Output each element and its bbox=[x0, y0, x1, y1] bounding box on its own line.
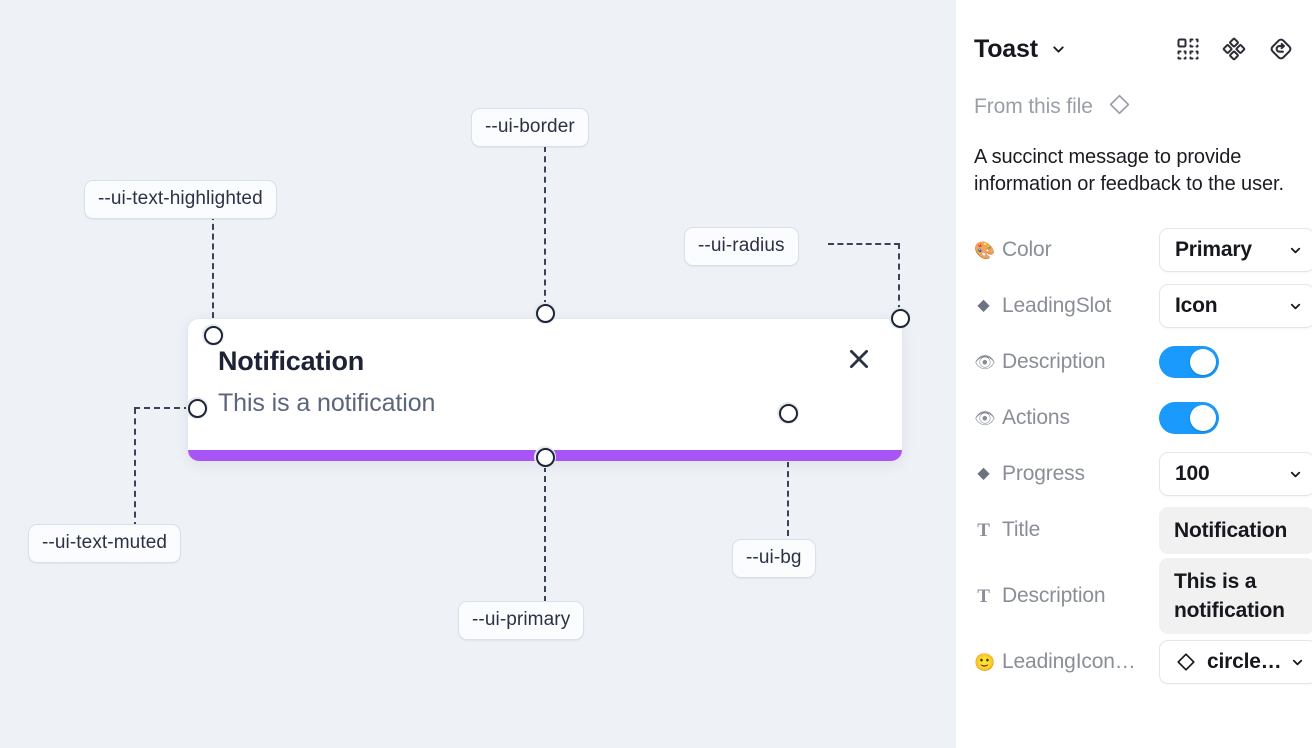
anchor-dot-text-muted[interactable] bbox=[186, 397, 208, 419]
text-icon: T bbox=[977, 585, 990, 607]
close-icon[interactable] bbox=[844, 344, 874, 374]
panel-toolbar bbox=[1176, 36, 1294, 62]
property-label-actions: 👁 Actions bbox=[974, 406, 1159, 430]
annotation-ui-text-muted[interactable]: --ui-text-muted bbox=[28, 524, 182, 563]
progress-select-value: 100 bbox=[1175, 462, 1210, 485]
property-label-description-text: T Description bbox=[974, 584, 1159, 608]
property-row-leading-icon: 🙂 LeadingIcon… circle… bbox=[974, 634, 1312, 690]
connector-ui-text-muted-v bbox=[134, 408, 136, 528]
property-name: Title bbox=[1002, 518, 1041, 541]
property-row-actions-visibility: 👁 Actions bbox=[974, 390, 1294, 446]
property-row-leading-slot: ◆ LeadingSlot Icon bbox=[974, 278, 1312, 334]
title-input[interactable]: Notification bbox=[1159, 506, 1312, 554]
properties-panel: Toast bbox=[956, 0, 1312, 748]
property-control: circle… bbox=[1159, 640, 1312, 684]
property-label-description: 👁 Description bbox=[974, 350, 1159, 374]
property-control bbox=[1159, 346, 1294, 378]
toast-component-preview[interactable]: Notification This is a notification bbox=[187, 318, 903, 462]
color-select[interactable]: Primary bbox=[1159, 228, 1312, 272]
leading-icon-select-value: circle… bbox=[1207, 650, 1282, 673]
connector-ui-primary bbox=[544, 466, 546, 602]
anchor-dot-text-highlighted[interactable] bbox=[202, 324, 224, 346]
property-label-leading-icon: 🙂 LeadingIcon… bbox=[974, 650, 1159, 674]
property-control: This is a notification bbox=[1159, 558, 1312, 634]
property-label-progress: ◆ Progress bbox=[974, 462, 1159, 486]
text-icon: T bbox=[977, 519, 990, 541]
property-list: 🎨 Color Primary ◆ LeadingSlot bbox=[974, 222, 1312, 690]
property-name: Actions bbox=[1002, 406, 1070, 429]
description-input-value: This is a notification bbox=[1174, 570, 1285, 622]
annotation-ui-primary[interactable]: --ui-primary bbox=[458, 601, 585, 640]
property-control: Icon bbox=[1159, 284, 1312, 328]
design-canvas[interactable]: Notification This is a notification --ui… bbox=[0, 0, 956, 748]
chevron-down-icon bbox=[1282, 299, 1303, 314]
connector-ui-text-highlighted bbox=[212, 214, 214, 328]
chevron-down-icon bbox=[1282, 243, 1303, 258]
property-label-color: 🎨 Color bbox=[974, 238, 1159, 262]
property-row-color: 🎨 Color Primary bbox=[974, 222, 1312, 278]
color-select-value: Primary bbox=[1175, 238, 1252, 261]
property-name: Description bbox=[1002, 584, 1106, 607]
chevron-down-icon bbox=[1284, 655, 1305, 670]
description-toggle[interactable] bbox=[1159, 346, 1219, 378]
diamond-icon bbox=[1107, 92, 1132, 122]
eye-icon: 👁 bbox=[974, 352, 996, 372]
panel-header: Toast bbox=[974, 0, 1294, 74]
property-label-title: T Title bbox=[974, 518, 1159, 542]
connector-ui-radius-v bbox=[898, 243, 900, 311]
property-row-progress: ◆ Progress 100 bbox=[974, 446, 1312, 502]
diamond-icon: ◆ bbox=[977, 465, 990, 482]
toast-description: This is a notification bbox=[218, 389, 436, 417]
progress-select[interactable]: 100 bbox=[1159, 452, 1312, 496]
emoji-icon: 🙂 bbox=[974, 652, 996, 672]
property-row-description-text: T Description This is a notification bbox=[974, 558, 1312, 634]
annotation-ui-text-highlighted[interactable]: --ui-text-highlighted bbox=[84, 180, 277, 219]
connector-ui-radius-h bbox=[828, 243, 900, 245]
leading-slot-select-value: Icon bbox=[1175, 294, 1218, 317]
property-label-leading-slot: ◆ LeadingSlot bbox=[974, 294, 1159, 318]
property-control: 100 bbox=[1159, 452, 1312, 496]
property-control: Notification bbox=[1159, 506, 1312, 554]
annotation-ui-radius[interactable]: --ui-radius bbox=[684, 227, 799, 266]
diamond-icon bbox=[1175, 651, 1197, 673]
leading-slot-select[interactable]: Icon bbox=[1159, 284, 1312, 328]
annotation-ui-bg[interactable]: --ui-bg bbox=[732, 539, 816, 578]
property-row-description-visibility: 👁 Description bbox=[974, 334, 1294, 390]
leading-icon-select[interactable]: circle… bbox=[1159, 640, 1312, 684]
connector-ui-text-muted-h bbox=[134, 407, 190, 409]
eye-icon: 👁 bbox=[974, 408, 996, 428]
annotation-ui-border[interactable]: --ui-border bbox=[471, 108, 589, 147]
component-description: A succinct message to provide informatio… bbox=[974, 146, 1284, 195]
title-input-value: Notification bbox=[1174, 518, 1288, 542]
from-this-file-label: From this file bbox=[974, 95, 1093, 118]
reset-instance-icon[interactable] bbox=[1268, 36, 1294, 62]
component-set-icon[interactable] bbox=[1222, 37, 1246, 61]
anchor-dot-primary[interactable] bbox=[534, 446, 556, 468]
chevron-down-icon[interactable] bbox=[1050, 41, 1067, 58]
chevron-down-icon bbox=[1282, 467, 1303, 482]
anchor-dot-bg[interactable] bbox=[777, 402, 799, 424]
component-variants-icon[interactable] bbox=[1176, 37, 1200, 61]
property-name: Color bbox=[1002, 238, 1052, 261]
toast-content: Notification This is a notification bbox=[188, 319, 902, 461]
palette-icon: 🎨 bbox=[974, 240, 996, 260]
property-name: Description bbox=[1002, 350, 1106, 373]
description-input[interactable]: This is a notification bbox=[1159, 558, 1312, 634]
property-control bbox=[1159, 402, 1294, 434]
from-this-file-row[interactable]: From this file bbox=[974, 92, 1294, 122]
property-row-title: T Title Notification bbox=[974, 502, 1312, 558]
property-control: Primary bbox=[1159, 228, 1312, 272]
diamond-icon: ◆ bbox=[977, 297, 990, 314]
property-name: LeadingSlot bbox=[1002, 294, 1112, 317]
property-name: Progress bbox=[1002, 462, 1085, 485]
anchor-dot-radius[interactable] bbox=[889, 307, 911, 329]
property-name: LeadingIcon… bbox=[1002, 650, 1136, 673]
actions-toggle[interactable] bbox=[1159, 402, 1219, 434]
page-title: Toast bbox=[974, 34, 1038, 63]
anchor-dot-border[interactable] bbox=[534, 302, 556, 324]
toast-title: Notification bbox=[218, 346, 365, 376]
connector-ui-border bbox=[544, 146, 546, 306]
